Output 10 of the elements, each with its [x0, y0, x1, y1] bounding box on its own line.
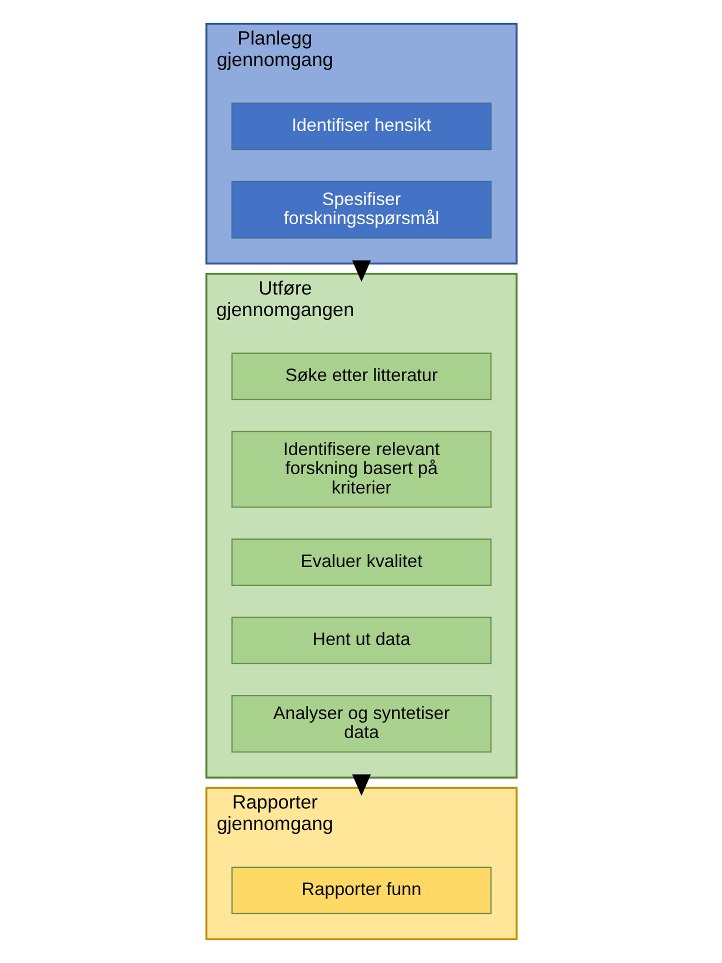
- node-box: Rapporter funn: [230, 866, 492, 914]
- node-box: Identifisere relevant forskning basert på kriterier: [230, 430, 492, 508]
- node-box: Identifiser hensikt: [230, 102, 492, 150]
- node-box: Spesifiser forskningsspørsmål: [230, 180, 492, 239]
- node-box: Analyser og syntetiser data: [230, 694, 492, 753]
- node-box: Hent ut data: [230, 616, 492, 664]
- node-box: Søke etter litteratur: [230, 352, 492, 400]
- arrow: [352, 260, 370, 282]
- arrow: [352, 774, 370, 796]
- node-box: Evaluer kvalitet: [230, 538, 492, 586]
